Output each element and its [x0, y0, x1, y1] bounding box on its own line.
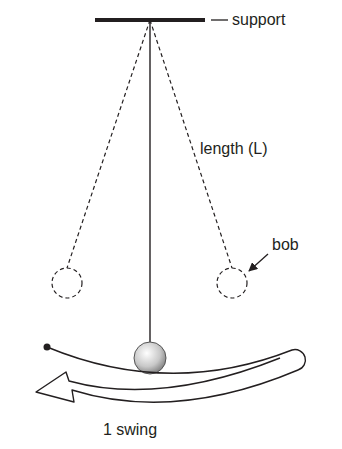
bob	[134, 342, 166, 374]
part-label: support	[232, 11, 285, 29]
leader-line	[211, 19, 228, 20]
part-label: bob	[272, 236, 299, 254]
leader-arrow	[249, 254, 268, 271]
bob-position	[217, 268, 247, 298]
string	[149, 20, 150, 342]
swing-arrow	[36, 347, 305, 402]
bob-position	[52, 268, 82, 298]
dimension-label: length (L)	[200, 140, 268, 158]
start-dot	[44, 344, 51, 351]
dashed-string	[67, 20, 150, 268]
motion-label: 1 swing	[103, 421, 157, 439]
